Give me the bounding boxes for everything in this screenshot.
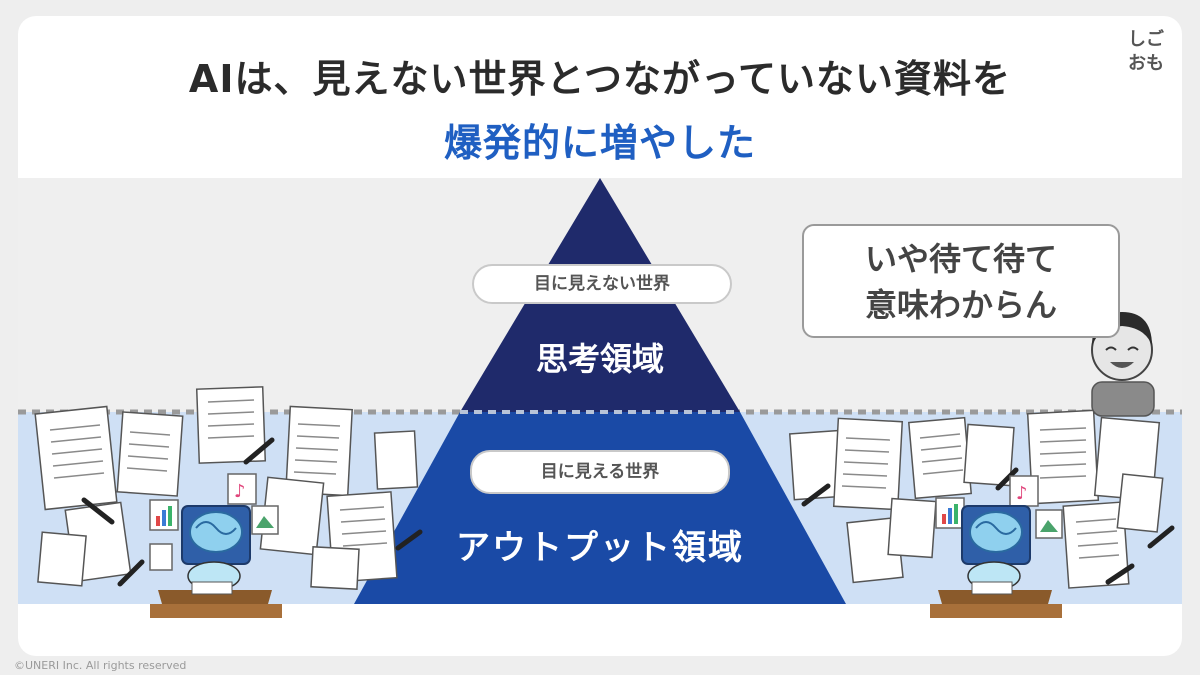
thinking-area-label: 思考領域	[535, 340, 664, 378]
brand-logo-line-2: おも	[1128, 53, 1164, 74]
speech-bubble-line-2: 意味わからん	[864, 286, 1057, 324]
page-title-line-2: 爆発的に増やした	[443, 121, 756, 165]
left-brain-robot-icon	[150, 505, 282, 618]
speech-bubble: いや待て待て 意味わからん	[802, 224, 1120, 338]
invisible-world-tag: 目に見えない世界	[472, 264, 732, 304]
brand-logo: しご おも	[1126, 28, 1166, 76]
right-image-file-icon	[1035, 509, 1063, 539]
music-file-icon: ♪	[227, 473, 257, 505]
right-document-pile-icon: ♪	[788, 409, 1175, 589]
chart-file-icon	[149, 499, 179, 531]
brand-logo-line-1: しご	[1128, 29, 1164, 50]
svg-text:♪: ♪	[1016, 483, 1028, 504]
visible-world-tag: 目に見える世界	[470, 450, 730, 494]
output-area-label: アウトプット領域	[456, 528, 744, 568]
speech-bubble-line-1: いや待て待て	[864, 240, 1057, 278]
svg-text:♪: ♪	[234, 481, 246, 502]
right-chart-file-icon	[935, 497, 965, 529]
copyright-notice: ©UNERI Inc. All rights reserved	[14, 659, 187, 672]
image-file-icon	[251, 505, 279, 535]
right-music-file-icon: ♪	[1009, 475, 1039, 507]
left-document-pile-icon: ♪	[34, 386, 423, 590]
right-brain-robot-icon	[930, 505, 1062, 618]
page-title-line-1: AIは、見えない世界とつながっていない資料を	[188, 57, 1012, 101]
